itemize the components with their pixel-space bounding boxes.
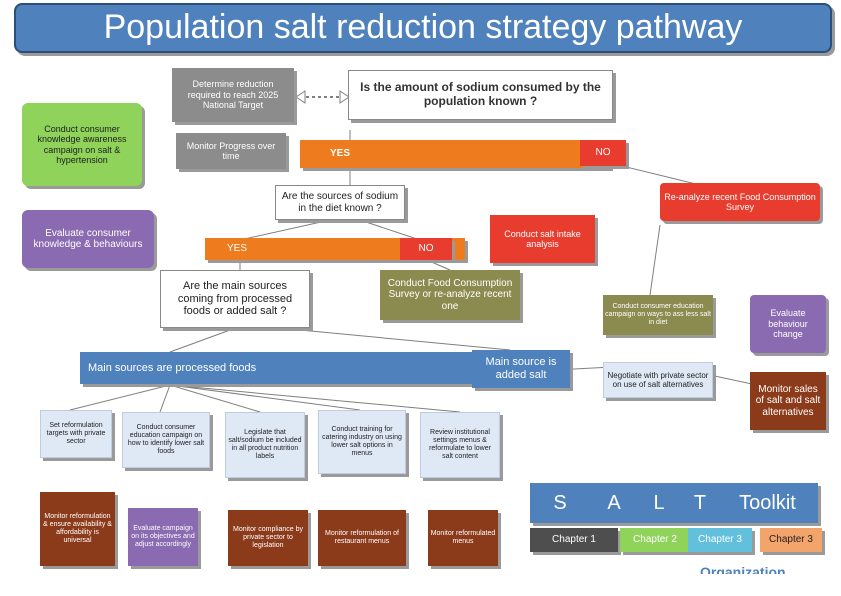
- toolkit-label: Toolkit: [739, 491, 796, 514]
- conduct-salt-intake-box: Conduct salt intake analysis: [490, 215, 595, 263]
- conduct-food-consumption-box: Conduct Food Consumption Survey or re-an…: [380, 270, 520, 320]
- reanalyze-food-box: Re-analyze recent Food Consumption Surve…: [660, 183, 820, 221]
- footer-organization: Organization: [700, 564, 786, 574]
- evaluate-consumer-box: Evaluate consumer knowledge & behaviours: [22, 210, 154, 268]
- toolkit-letter-s: S: [553, 491, 567, 514]
- sodium-known-question-box: Is the amount of sodium consumed by the …: [348, 70, 613, 120]
- toolkit-letter-t: T: [693, 491, 707, 514]
- negotiate-private-box: Negotiate with private sector on use of …: [603, 362, 713, 398]
- monitor-compliance-box: Monitor compliance by private sector to …: [228, 510, 308, 566]
- monitor-sales-box: Monitor sales of salt and salt alternati…: [750, 372, 826, 430]
- yes-label-1: YES: [300, 140, 610, 168]
- chapter-3-button[interactable]: Chapter 3: [688, 528, 752, 552]
- chapter-1-button[interactable]: Chapter 1: [530, 528, 618, 552]
- chapter-2-button[interactable]: Chapter 2: [620, 528, 690, 552]
- no-label-1: NO: [580, 140, 626, 166]
- toolkit-bar[interactable]: S A L T Toolkit: [530, 483, 818, 523]
- conduct-campaign-box: Conduct consumer knowledge awareness cam…: [22, 103, 142, 186]
- monitor-progress-box: Monitor Progress over time: [176, 133, 286, 169]
- legislate-box: Legislate that salt/sodium be included i…: [225, 412, 305, 478]
- review-institutional-box: Review institutional settings menus & re…: [420, 412, 500, 478]
- training-catering-box: Conduct training for catering industry o…: [318, 410, 406, 474]
- main-added-box: Main source is added salt: [472, 350, 570, 388]
- no-label-2: NO: [400, 238, 452, 260]
- toolkit-letter-l: L: [653, 491, 665, 514]
- consumer-education-ways-box: Conduct consumer education campaign on w…: [603, 295, 713, 335]
- set-reformulation-box: Set reformulation targets with private s…: [40, 410, 112, 458]
- chapter-3b-button[interactable]: Chapter 3: [760, 528, 822, 552]
- evaluate-campaign-box: Evaluate campaign on its objectives and …: [128, 508, 198, 566]
- sources-known-question-box: Are the sources of sodium in the diet kn…: [275, 185, 405, 220]
- evaluate-behaviour-box: Evaluate behaviour change: [750, 295, 826, 353]
- toolkit-letter-a: A: [607, 491, 621, 514]
- page-title: Population salt reduction strategy pathw…: [14, 3, 832, 53]
- monitor-reformulated-box: Monitor reformulated menus: [428, 510, 498, 566]
- monitor-reformulation-affordability-box: Monitor reformulation & ensure availabil…: [40, 492, 115, 566]
- main-sources-question-box: Are the main sources coming from process…: [160, 270, 310, 328]
- consumer-edu-identify-box: Conduct consumer education campaign on h…: [122, 412, 210, 468]
- monitor-restaurant-box: Monitor reformulation of restaurant menu…: [318, 510, 406, 566]
- determine-reduction-box: Determine reduction required to reach 20…: [172, 68, 294, 122]
